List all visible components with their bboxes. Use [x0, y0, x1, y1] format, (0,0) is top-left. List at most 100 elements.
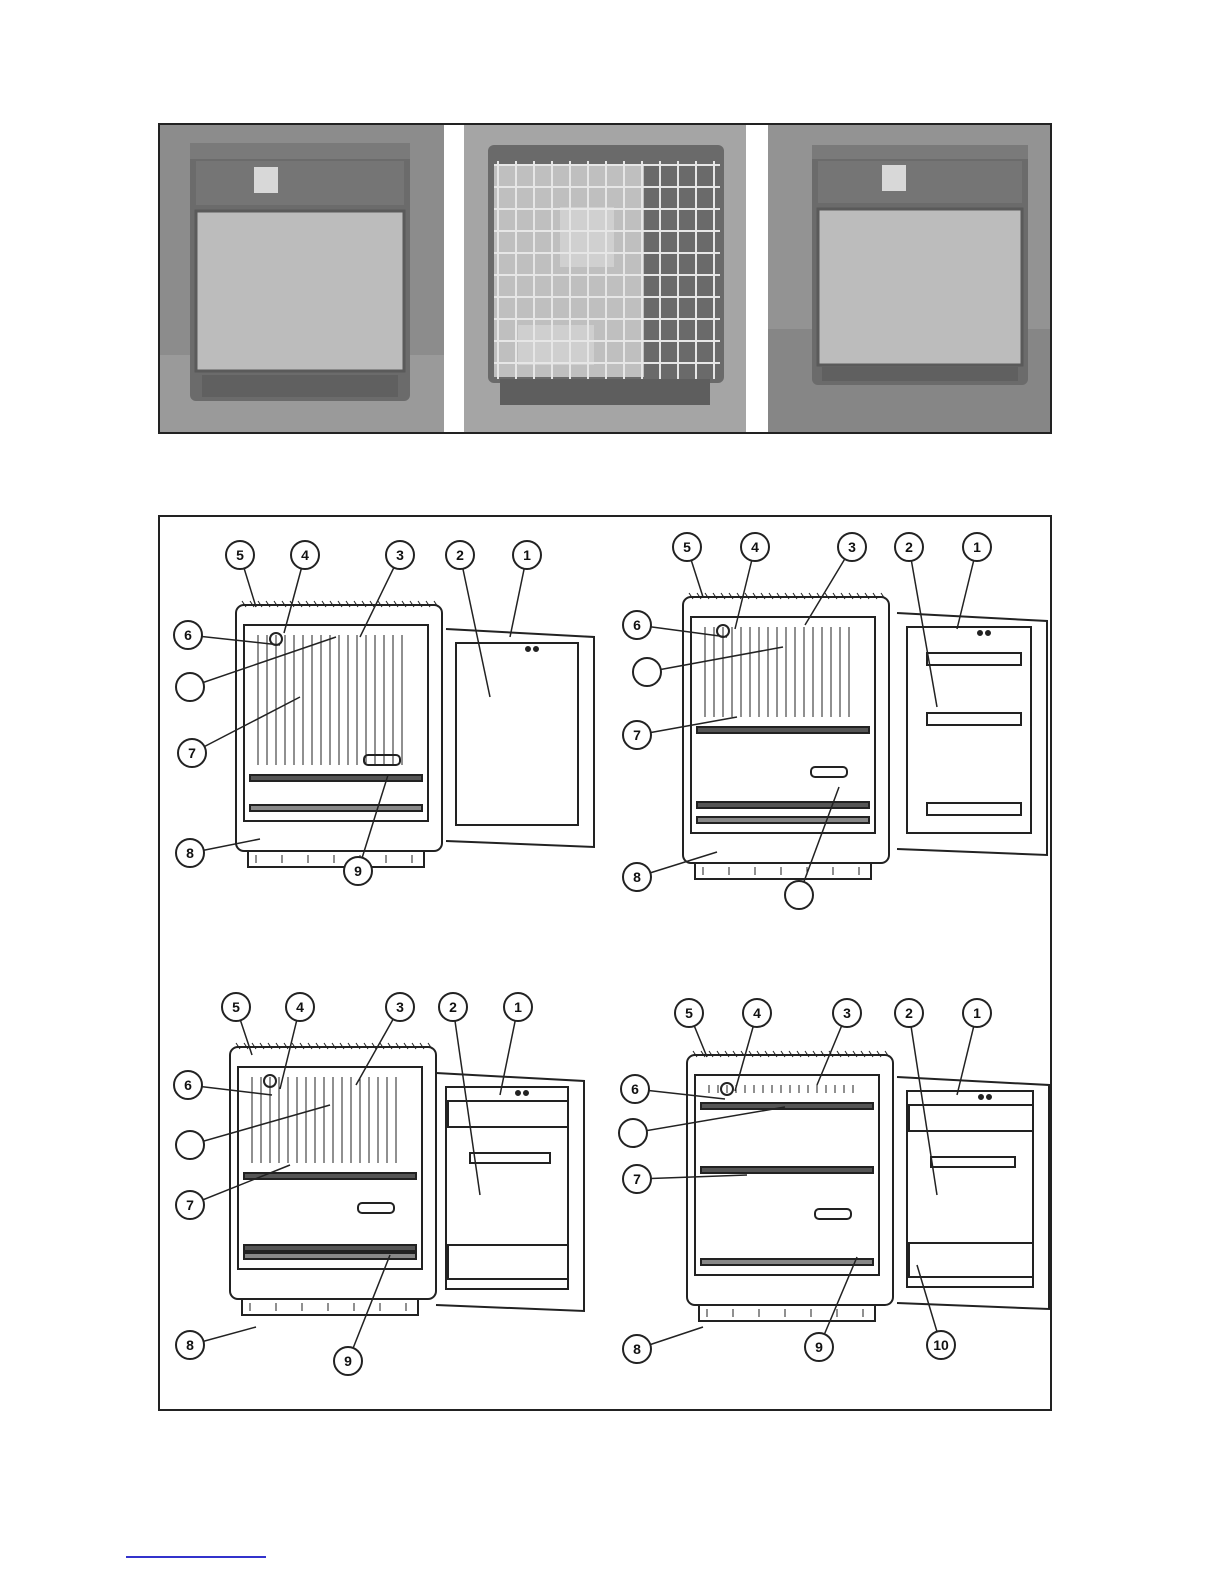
callout-number: 2	[449, 999, 457, 1015]
callout-circle	[785, 881, 813, 909]
callout-number: 8	[186, 845, 194, 861]
callout-number: 8	[633, 1341, 641, 1357]
leader-line	[637, 1175, 747, 1179]
callout-circle	[633, 658, 661, 686]
callout-number: 6	[184, 1077, 192, 1093]
door-bin	[909, 1243, 1033, 1277]
callout-number: 9	[354, 863, 362, 879]
fridge-drawing	[683, 593, 1047, 879]
callout-number: 4	[753, 1005, 761, 1021]
callout-number: 5	[683, 539, 691, 555]
callout-number: 5	[236, 547, 244, 563]
callout-number: 1	[523, 547, 531, 563]
callout-number: 7	[186, 1197, 194, 1213]
photo-minibar-closed-1	[160, 125, 444, 432]
figure-3: 5 4 3 2 1 6 7 8 9	[160, 965, 607, 1413]
callout-number: 3	[396, 999, 404, 1015]
base-vent	[242, 1299, 418, 1315]
callout-number: 5	[232, 999, 240, 1015]
callout-circle	[176, 673, 204, 701]
callout-number: 1	[973, 539, 981, 555]
door-rail	[931, 1157, 1015, 1167]
callout-number: 6	[184, 627, 192, 643]
callout-number: 9	[815, 1339, 823, 1355]
bottom-grille	[250, 805, 422, 811]
callout-circle	[176, 1131, 204, 1159]
lock-badge-icon	[254, 167, 278, 193]
photo-strip	[158, 123, 1052, 434]
callout-number: 2	[905, 1005, 913, 1021]
door-rail	[927, 803, 1021, 815]
lock-badge-icon	[882, 165, 906, 191]
fridge-drawing	[687, 1051, 1049, 1321]
callout-number: 9	[344, 1353, 352, 1369]
bottom-grille	[697, 817, 869, 823]
base-vent	[695, 863, 871, 879]
callout-number: 2	[456, 547, 464, 563]
leader-line	[633, 1107, 785, 1133]
callout-number: 3	[848, 539, 856, 555]
door-outline	[436, 1073, 584, 1311]
callout-number: 10	[933, 1337, 949, 1353]
fridge-drawing	[230, 1043, 584, 1315]
diagram-panel: 5 4 3 2 1 6 7 8 9 5 4 3 2 1 6 7 8 5 4 3 2 1 6 7 8 9 5 4 3 2 1 6 7 8 9 10	[158, 515, 1052, 1411]
leader-line	[192, 697, 300, 753]
door-rail	[927, 713, 1021, 725]
callout-number: 4	[296, 999, 304, 1015]
bottom-grille	[701, 1259, 873, 1265]
callout-number: 4	[301, 547, 309, 563]
callout-circle	[619, 1119, 647, 1147]
leader-line	[190, 1105, 330, 1145]
callout-number: 3	[396, 547, 404, 563]
cabinet-interior	[691, 617, 875, 833]
callout-number: 4	[751, 539, 759, 555]
door-rail	[927, 653, 1021, 665]
shelf	[701, 1167, 873, 1173]
shelf	[244, 1173, 416, 1179]
cabinet-interior	[238, 1067, 422, 1269]
door-bin	[448, 1101, 568, 1127]
thermostat-knob	[811, 767, 847, 777]
callout-number: 8	[633, 869, 641, 885]
door-panel	[456, 643, 578, 825]
photo-minibar-closed-2	[768, 125, 1050, 432]
photo-minibar-rear-grille	[464, 125, 746, 432]
callouts: 5 4 3 2 1 6 7 8 9	[174, 993, 532, 1375]
callout-number: 1	[514, 999, 522, 1015]
thermostat-knob	[364, 755, 400, 765]
shelf	[697, 802, 869, 808]
callouts: 5 4 3 2 1 6 7 8 9 10	[619, 999, 991, 1363]
door-bin	[448, 1245, 568, 1279]
leader-line	[358, 775, 388, 871]
leader-line	[190, 637, 336, 687]
door-outline	[897, 613, 1047, 855]
callout-number: 7	[633, 1171, 641, 1187]
callout-number: 7	[188, 745, 196, 761]
callout-number: 6	[633, 617, 641, 633]
shelf	[697, 727, 869, 733]
callout-number: 8	[186, 1337, 194, 1353]
callout-number: 2	[905, 539, 913, 555]
thermostat-knob	[358, 1203, 394, 1213]
callout-number: 3	[843, 1005, 851, 1021]
link-underline	[126, 1556, 266, 1558]
figure-1: 5 4 3 2 1 6 7 8 9	[160, 517, 607, 965]
callout-number: 1	[973, 1005, 981, 1021]
figure-2: 5 4 3 2 1 6 7 8	[607, 517, 1054, 965]
base-vent	[699, 1305, 875, 1321]
door-outline	[446, 629, 594, 847]
fridge-drawing	[236, 601, 594, 867]
door-rail	[470, 1153, 550, 1163]
callout-number: 7	[633, 727, 641, 743]
door-panel	[446, 1087, 568, 1289]
cabinet-interior	[244, 625, 428, 821]
callout-number: 6	[631, 1081, 639, 1097]
door-bin	[909, 1105, 1033, 1131]
leader-line	[647, 647, 783, 672]
leader-line	[190, 1165, 290, 1205]
shelf	[244, 1245, 416, 1251]
base-vent	[248, 851, 424, 867]
shelf	[250, 775, 422, 781]
leader-line	[460, 555, 490, 697]
callout-number: 5	[685, 1005, 693, 1021]
